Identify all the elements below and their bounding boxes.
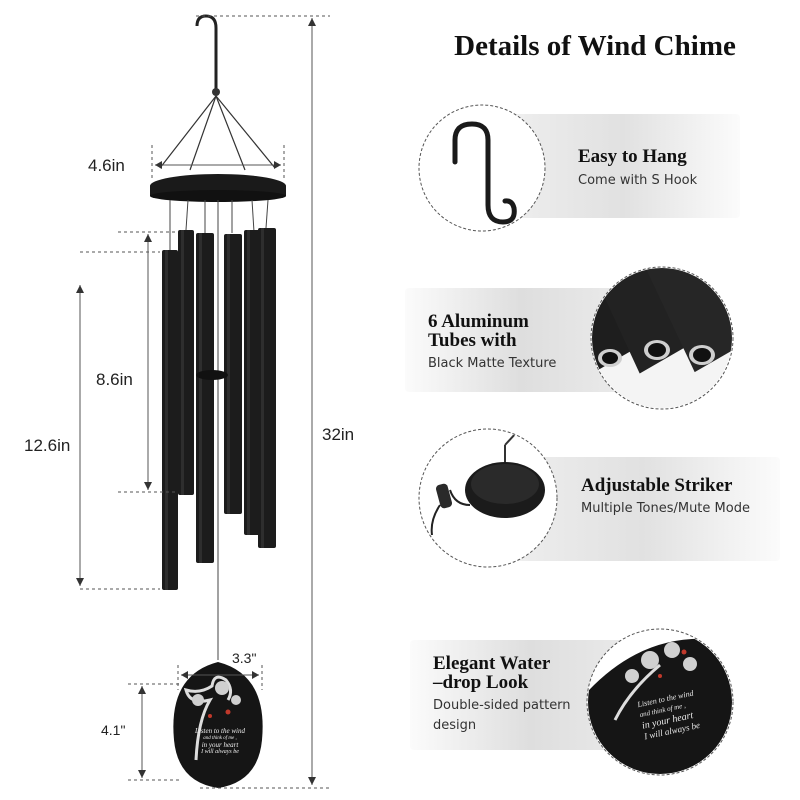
hanging-strings xyxy=(159,95,276,171)
hook-ring xyxy=(212,88,220,96)
dim-sail-width: 3.3" xyxy=(232,650,257,666)
dim-long-tube: 12.6in xyxy=(24,436,71,455)
feature-2-title-line1: 6 Aluminum xyxy=(428,311,529,332)
feature-2-title-line2: Tubes with xyxy=(428,330,517,351)
sail-inscription: Listen to the wind and think of me , in … xyxy=(185,728,255,756)
feature-2-subtitle: Black Matte Texture xyxy=(428,356,557,371)
red-bird-mark xyxy=(225,709,231,715)
feature-1-title: Easy to Hang xyxy=(578,146,687,167)
dim-sail-height: 4.1" xyxy=(101,722,126,738)
dim-short-tube: 8.6in xyxy=(96,370,133,389)
sail-line-4: I will always be xyxy=(201,749,239,755)
page-title: Details of Wind Chime xyxy=(454,30,736,62)
striker-disc xyxy=(196,370,228,380)
striker-icon xyxy=(430,430,545,536)
top-s-hook xyxy=(195,14,218,95)
sail-line-1: Listen to the wind xyxy=(195,727,245,735)
feature-4-subtitle-line1: Double-sided pattern xyxy=(433,698,571,713)
feature-3-subtitle: Multiple Tones/Mute Mode xyxy=(581,501,750,516)
dim-top-width: 4.6in xyxy=(88,156,125,175)
s-hook-icon xyxy=(452,121,517,225)
feature-4-title: Elegant Water –drop Look xyxy=(433,654,550,692)
feature-4-title-line2: –drop Look xyxy=(433,672,529,693)
dim-total-length: 32in xyxy=(322,425,355,444)
feature-4-subtitle: Double-sided pattern design xyxy=(433,696,571,736)
feature-1-subtitle: Come with S Hook xyxy=(578,173,698,188)
feature-4-subtitle-line2: design xyxy=(433,718,477,733)
sail-line-2: and think of me , xyxy=(203,736,237,741)
sail-line-3: in your heart xyxy=(201,741,239,749)
feature-3-title: Adjustable Striker xyxy=(581,475,733,496)
sail-icon xyxy=(588,638,732,774)
tube-strings xyxy=(169,199,269,660)
tube-ends-icon xyxy=(592,268,732,408)
feature-2-title: 6 Aluminum Tubes with xyxy=(428,312,529,350)
feature-4-title-line1: Elegant Water xyxy=(433,653,551,674)
